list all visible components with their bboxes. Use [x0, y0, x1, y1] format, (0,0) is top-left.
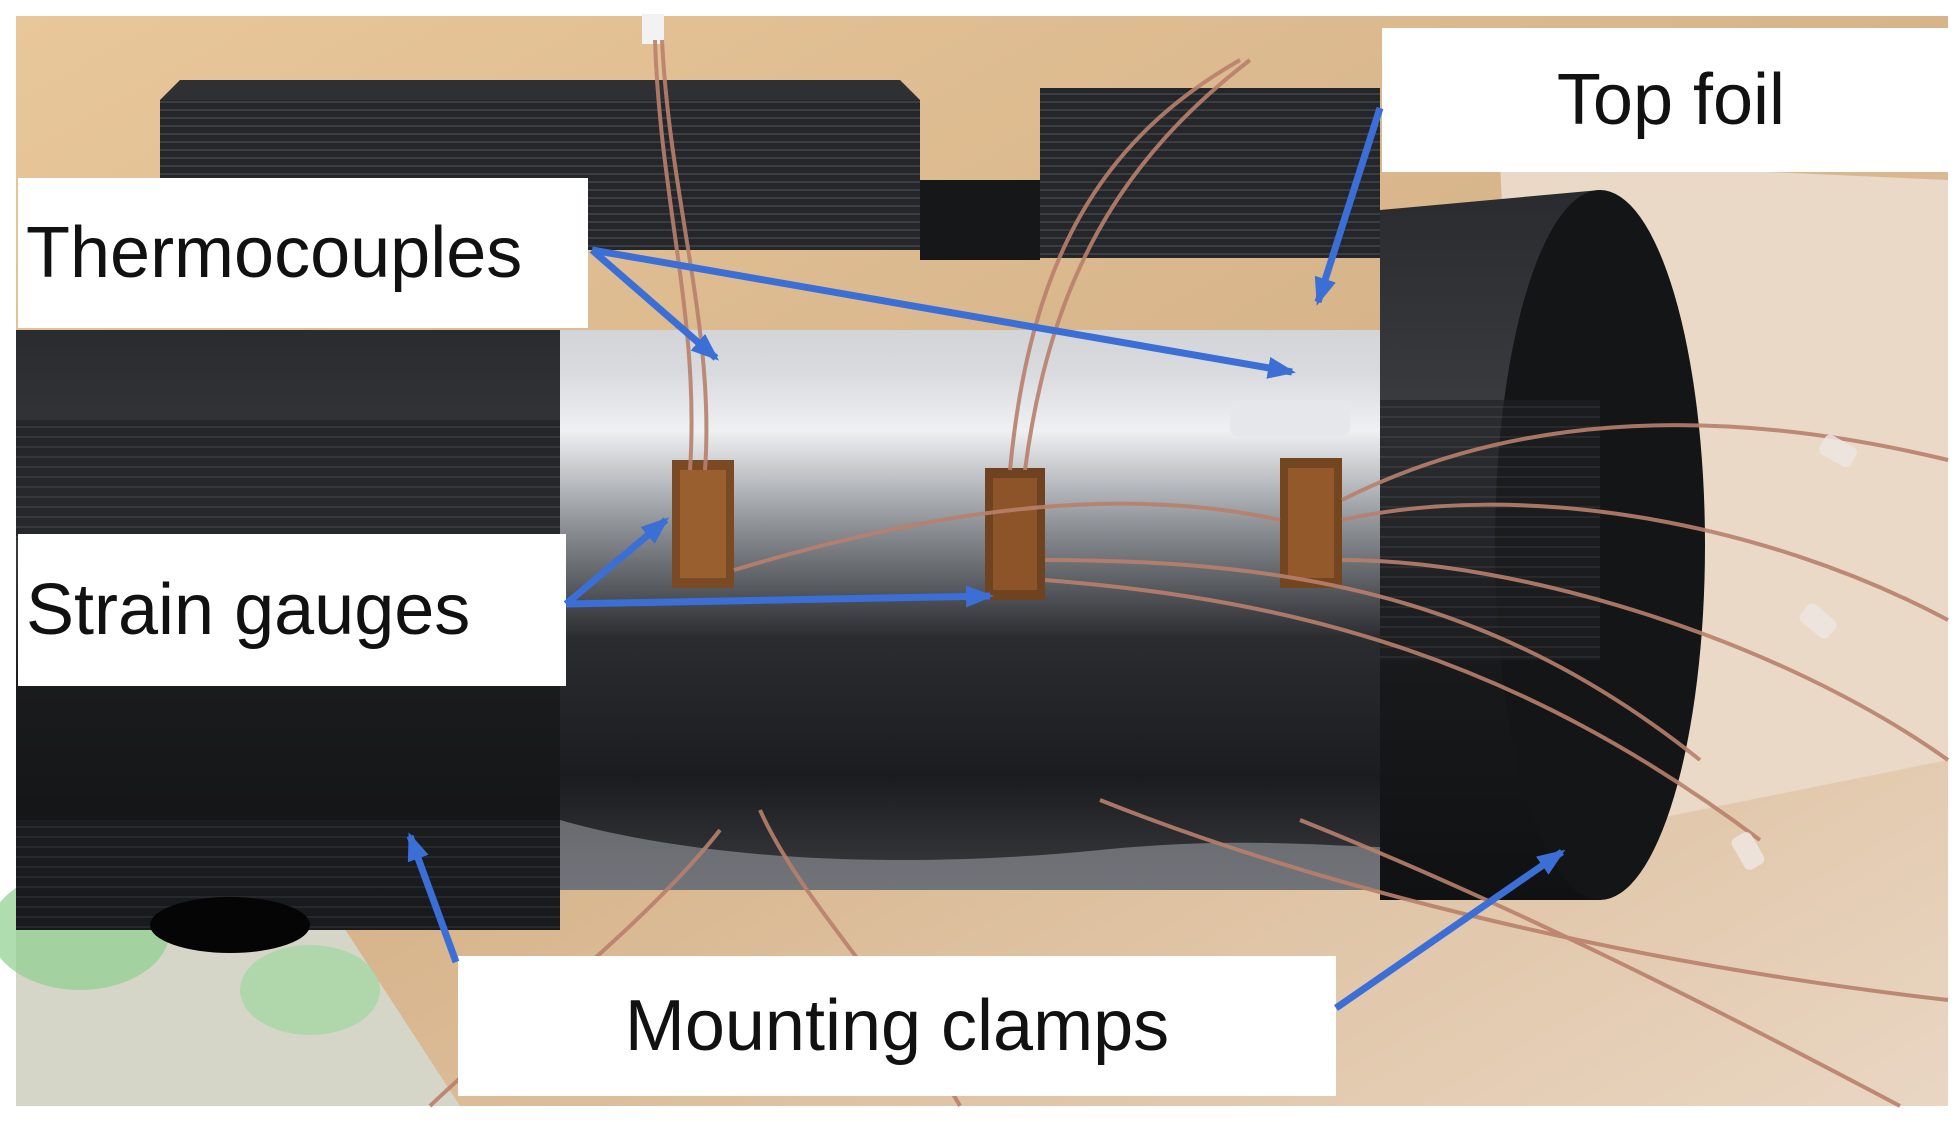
top-foil-label: Top foil [1382, 28, 1960, 172]
strain-gauges-label: Strain gauges [18, 534, 566, 686]
mounting-clamps-label: Mounting clamps [458, 956, 1336, 1096]
thermocouples-label: Thermocouples [18, 178, 588, 328]
